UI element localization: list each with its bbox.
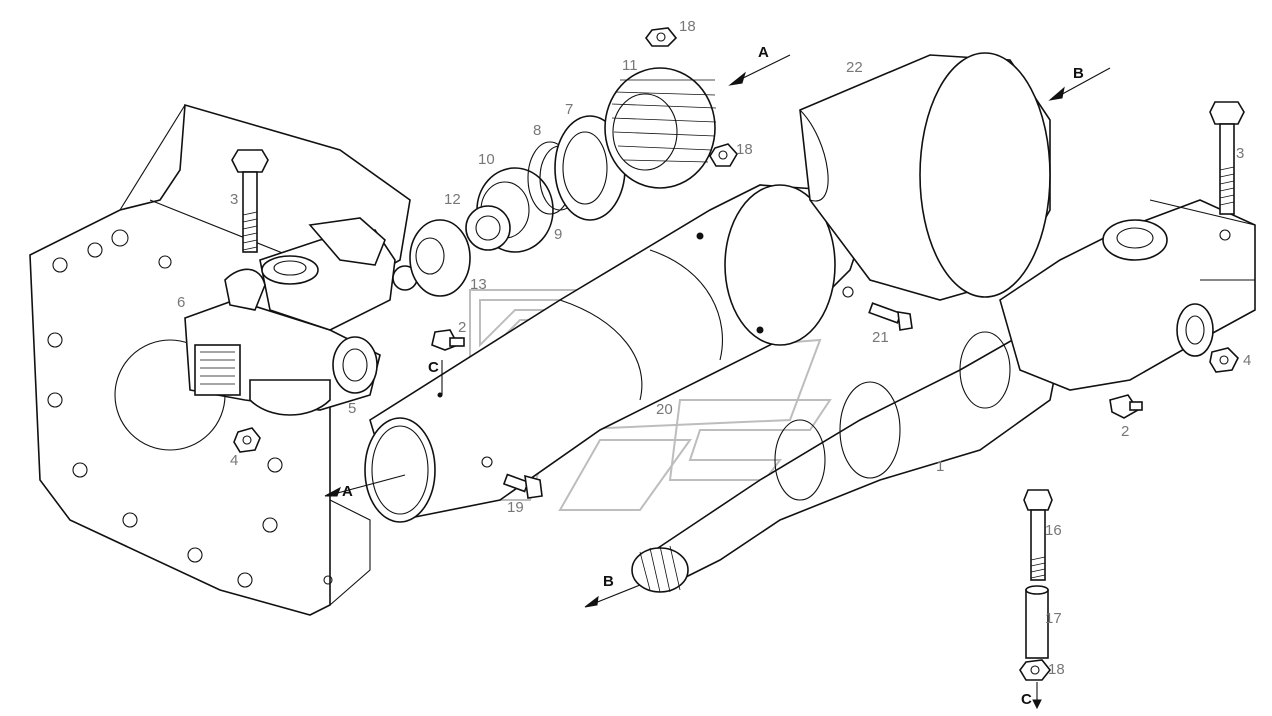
left-yoke-assembly xyxy=(184,217,418,416)
nut-18-bottom xyxy=(1019,659,1052,681)
marker-b-bottom: B xyxy=(603,573,614,590)
marker-a-bottom: A xyxy=(342,483,353,500)
callout-11: 11 xyxy=(622,57,638,74)
marker-b-top: B xyxy=(1073,65,1084,82)
marker-c-left: C xyxy=(428,359,439,376)
callout-2-left: 2 xyxy=(458,319,466,336)
bolt-3-right xyxy=(1209,101,1245,215)
section-arrows xyxy=(324,54,1111,710)
bolt-16 xyxy=(1023,489,1053,581)
marker-c-bottom: C xyxy=(1021,691,1032,708)
callout-3-left: 3 xyxy=(230,191,238,208)
nut-4-right xyxy=(1209,347,1239,373)
callout-labels: 18 11 7 8 18 10 9 12 13 22 3 3 6 2 5 4 2… xyxy=(177,18,1251,678)
right-yoke-assembly xyxy=(999,199,1256,391)
callout-4-right: 4 xyxy=(1243,352,1251,369)
callout-17: 17 xyxy=(1045,610,1062,627)
guard-cone-22 xyxy=(799,52,1051,301)
callout-5: 5 xyxy=(348,400,356,417)
callout-21: 21 xyxy=(872,329,889,346)
callout-18-top: 18 xyxy=(679,18,696,35)
nut-4-left xyxy=(233,427,261,453)
callout-7: 7 xyxy=(565,101,573,118)
callout-20: 20 xyxy=(656,401,673,418)
callout-8: 8 xyxy=(533,122,541,139)
callout-3-right: 3 xyxy=(1236,145,1244,162)
bolt-19 xyxy=(481,456,543,499)
coupling-11 xyxy=(604,67,717,189)
callout-6: 6 xyxy=(177,294,185,311)
callout-18-bottom: 18 xyxy=(1048,661,1065,678)
callout-12: 12 xyxy=(444,191,461,208)
callout-4-left: 4 xyxy=(230,452,238,469)
callout-10: 10 xyxy=(478,151,495,168)
nut-18-side xyxy=(709,143,738,167)
grease-fitting-2-left xyxy=(431,329,465,351)
callout-18-side: 18 xyxy=(736,141,753,158)
callout-22: 22 xyxy=(846,59,863,76)
guard-tube-20 xyxy=(364,184,866,523)
callout-16: 16 xyxy=(1045,522,1062,539)
bolt-3-left xyxy=(231,149,269,253)
callout-9: 9 xyxy=(554,226,562,243)
callout-13: 13 xyxy=(470,276,487,293)
grease-fitting-2-right xyxy=(1109,394,1143,419)
nut-18-top xyxy=(645,27,678,47)
bolt-21 xyxy=(842,286,913,331)
section-marker-labels: A A B B C C xyxy=(342,44,1084,708)
callout-1: 1 xyxy=(936,458,944,475)
callout-19: 19 xyxy=(507,499,524,516)
bearing-10-12 xyxy=(465,167,554,253)
callout-2-right: 2 xyxy=(1121,423,1129,440)
bearing-cup-13 xyxy=(409,219,471,297)
marker-a-top: A xyxy=(758,44,769,61)
sleeve-17 xyxy=(1025,585,1049,659)
